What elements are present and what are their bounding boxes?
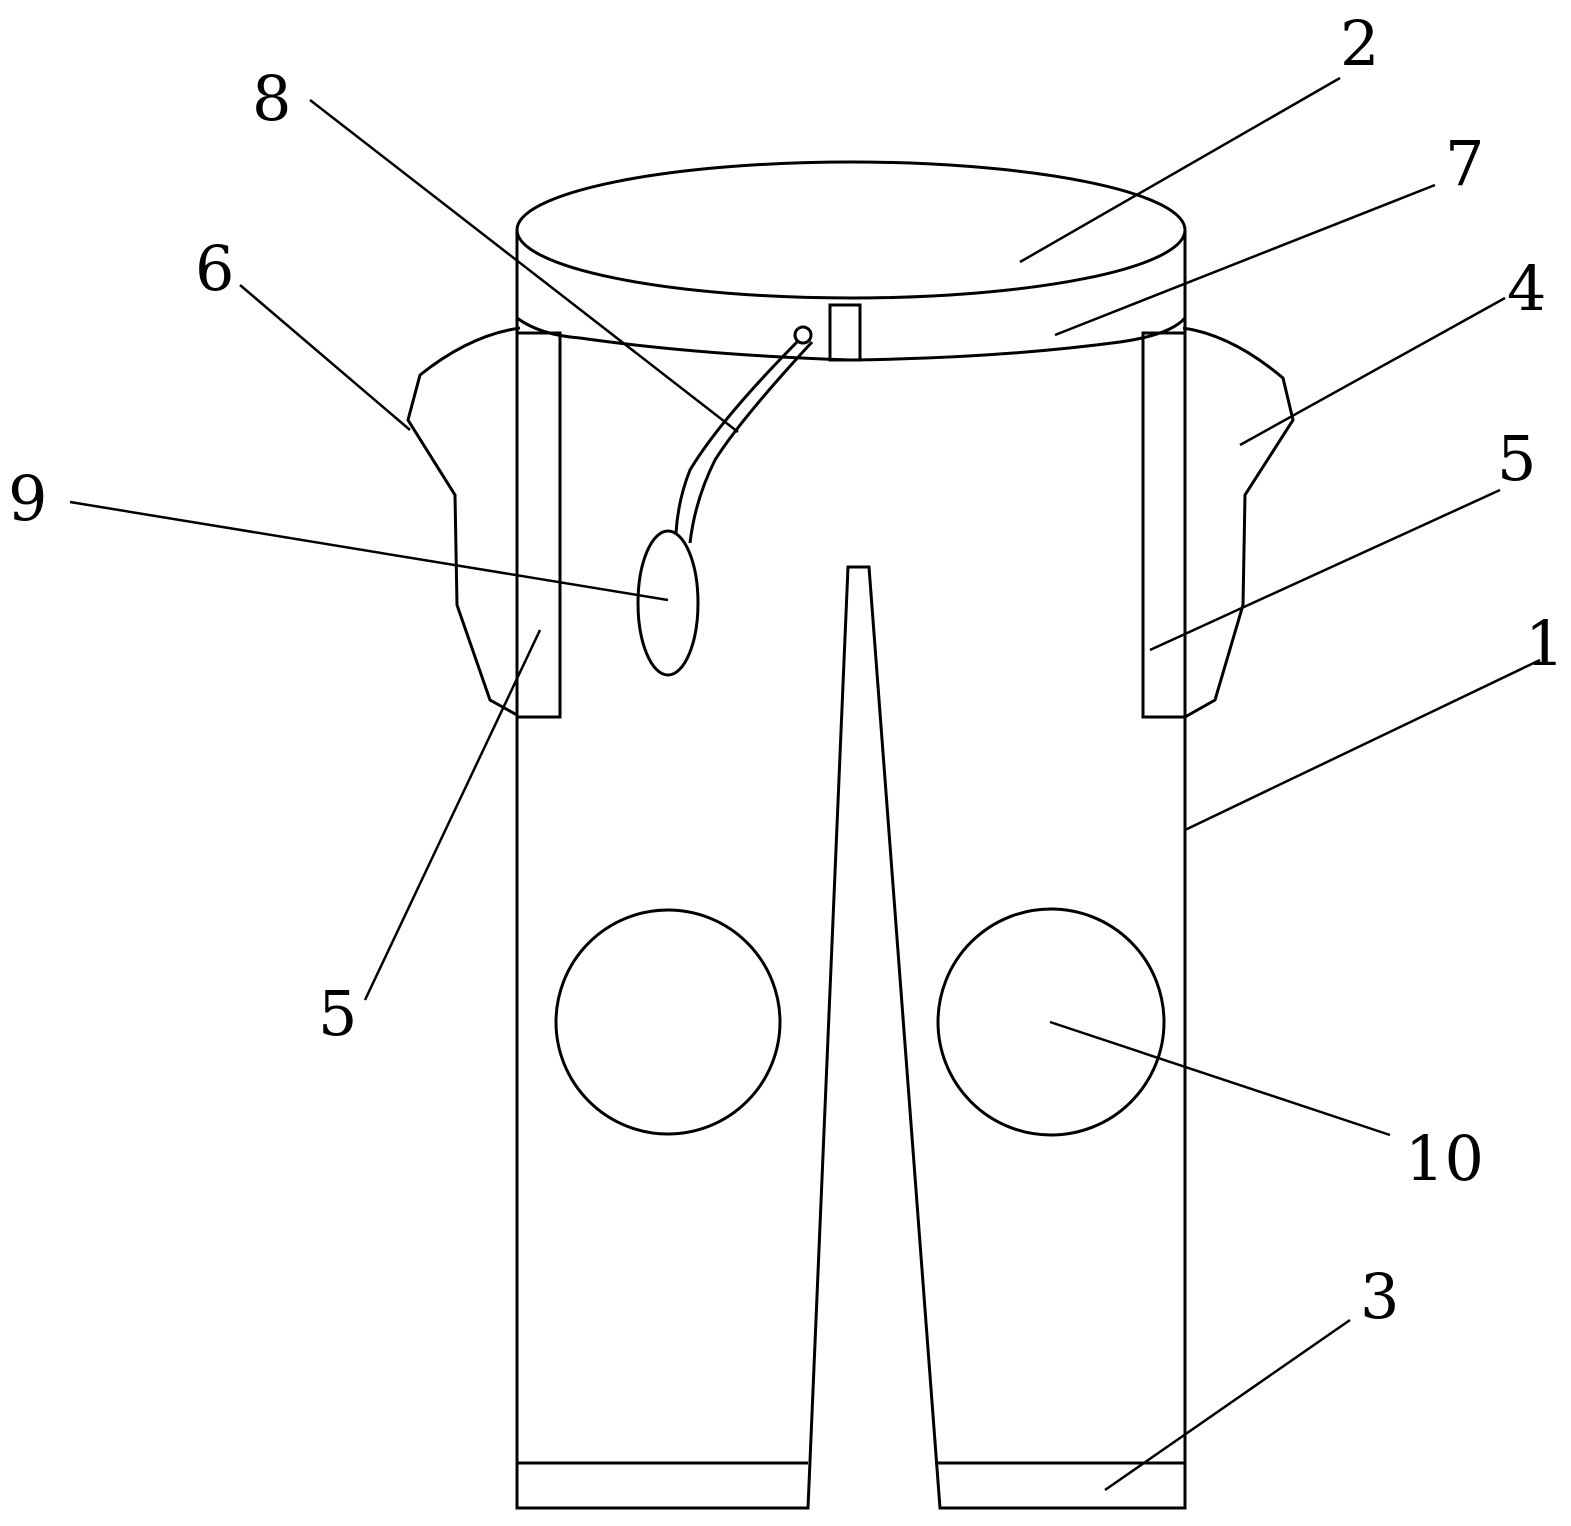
left-strip xyxy=(515,331,562,719)
label-6: 6 xyxy=(195,232,234,305)
label-1: 1 xyxy=(1525,607,1564,680)
label-3: 3 xyxy=(1360,1260,1399,1333)
label-4: 4 xyxy=(1507,252,1546,325)
label-10: 10 xyxy=(1405,1122,1484,1195)
trouser-body xyxy=(515,230,1187,1510)
right-strip xyxy=(1141,331,1187,719)
label-9: 9 xyxy=(8,462,47,535)
label-7: 7 xyxy=(1445,127,1484,200)
label-2: 2 xyxy=(1340,7,1379,80)
label-5-left: 5 xyxy=(318,977,357,1050)
pouch xyxy=(636,529,700,677)
waistband xyxy=(515,160,1187,362)
knee-pad-left xyxy=(554,908,782,1136)
left-flap xyxy=(406,326,521,717)
label-5-right: 5 xyxy=(1497,422,1536,495)
drawstring xyxy=(674,325,814,544)
right-flap xyxy=(1182,326,1295,719)
label-8: 8 xyxy=(252,62,291,135)
knee-pad-right xyxy=(936,907,1166,1137)
buckle xyxy=(828,303,862,362)
leader-lines xyxy=(69,76,1541,1492)
